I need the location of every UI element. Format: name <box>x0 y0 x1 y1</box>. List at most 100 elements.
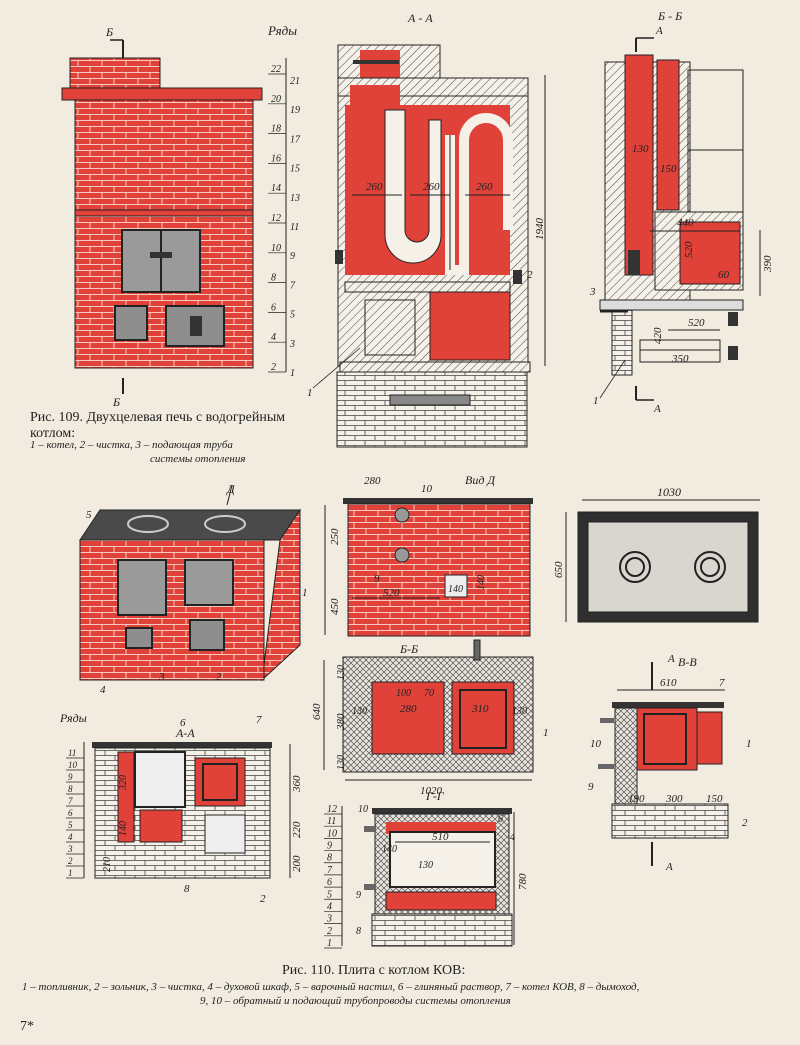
row-label: 9 <box>327 841 332 852</box>
fig110-section-bb-title: Б-Б <box>399 642 418 656</box>
row-label: 4 <box>68 832 73 842</box>
row-label: 4 <box>271 332 276 343</box>
row-label: 16 <box>271 153 281 164</box>
callout-110-9c: 9 <box>356 890 361 901</box>
callout-110-1c: 1 <box>746 738 752 750</box>
callout-110-7: 7 <box>719 677 725 689</box>
row-label: 11 <box>327 816 336 827</box>
dim-110-310: 310 <box>471 703 489 715</box>
fig110-perspective <box>79 484 301 682</box>
row-label: 6 <box>271 302 276 313</box>
dim-110-220: 220 <box>291 821 303 838</box>
dim-110-300: 300 <box>665 793 683 805</box>
row-label: 22 <box>271 64 281 75</box>
callout-110-10b: 10 <box>590 738 602 750</box>
row-label: 3 <box>67 844 73 854</box>
dim-110-640: 640 <box>311 703 323 720</box>
fig110-view-d <box>324 498 533 637</box>
dim-110-650: 650 <box>553 561 565 578</box>
fig110-rows-title: Ряды <box>59 711 87 725</box>
row-label: 6 <box>327 877 332 888</box>
row-label: 4 <box>327 901 332 912</box>
fig109-rows-title: Ряды <box>267 23 297 38</box>
row-label: 18 <box>271 124 281 135</box>
dim-110-130b: 130 <box>336 755 347 770</box>
dim-110-610: 610 <box>660 677 677 689</box>
row-label: 7 <box>68 796 73 806</box>
callout-110-9b: 9 <box>588 781 594 793</box>
dim-440: 440 <box>677 217 694 229</box>
dim-110-130l: 130 <box>352 706 367 717</box>
callout-110-4: 4 <box>100 684 106 696</box>
row-label: 3 <box>326 914 332 925</box>
callout-109-1: 1 <box>307 387 313 399</box>
dim-520-b: 520 <box>688 317 705 329</box>
fig110-section-vv <box>598 662 729 866</box>
callout-110-2: 2 <box>216 671 222 683</box>
fig110-caption-title: Рис. 110. Плита с котлом КОВ: <box>282 963 466 978</box>
row-label: 17 <box>290 134 301 145</box>
fig110-cut-a-bottom: А <box>665 861 673 873</box>
callout-110-2c: 2 <box>742 817 748 829</box>
callout-110-10c: 10 <box>358 804 368 815</box>
fig110-view-d-title: Вид Д <box>465 473 496 487</box>
dim-110-380: 380 <box>335 713 347 731</box>
dim-150: 150 <box>660 163 677 175</box>
fig110-caption-legend-1: 1 – топливник, 2 – зольник, 3 – чистка, … <box>22 981 640 993</box>
row-label: 2 <box>271 362 276 373</box>
dim-110-360: 360 <box>291 775 303 793</box>
dim-110-320: 320 <box>118 775 129 791</box>
callout-110-9: 9 <box>374 573 380 585</box>
dim-110-280b: 280 <box>400 703 417 715</box>
fig109-cut-a-top: А <box>655 25 663 37</box>
fig109-section-bb-title: Б - Б <box>657 9 682 23</box>
row-label: 7 <box>290 280 296 291</box>
fig109-section-bb <box>599 37 761 401</box>
dim-110-250: 250 <box>329 528 341 545</box>
dim-520: 520 <box>683 241 695 258</box>
row-label: 11 <box>290 222 299 233</box>
fig110-section-aa <box>83 742 291 879</box>
fig109-cut-b-top: Б <box>105 25 113 39</box>
dim-130: 130 <box>632 143 649 155</box>
dim-260-b: 260 <box>423 181 440 193</box>
dim-390: 390 <box>762 255 774 273</box>
dim-110-140d: 140 <box>382 844 397 855</box>
fig110-section-gg <box>341 806 515 947</box>
row-label: 5 <box>68 820 73 830</box>
dim-110-510: 510 <box>432 831 449 843</box>
dim-110-280: 280 <box>364 475 381 487</box>
fig110-section-aa-title: А-А <box>175 726 195 740</box>
dim-110-1030: 1030 <box>657 485 681 499</box>
fig110-cut-a-top: А <box>667 653 675 665</box>
row-label: 9 <box>290 251 295 262</box>
row-label: 1 <box>68 868 73 878</box>
callout-110-4b: 4 <box>510 832 515 843</box>
fig109-caption-legend-1: 1 – котел, 2 – чистка, 3 – подающая труб… <box>30 439 233 451</box>
fig109-elevation <box>61 39 263 394</box>
row-label: 10 <box>327 828 337 839</box>
row-label: 2 <box>327 926 332 937</box>
callout-109-2: 2 <box>527 269 533 281</box>
dim-260-c: 260 <box>476 181 493 193</box>
row-label: 7 <box>327 865 333 876</box>
row-label: 8 <box>68 784 73 794</box>
fig109-section-aa <box>335 44 546 448</box>
dim-110-130g: 130 <box>418 860 433 871</box>
dim-110-1020: 1020 <box>420 785 443 797</box>
callout-110-6: 6 <box>180 717 186 729</box>
dim-1940: 1940 <box>534 218 546 241</box>
fig110-section-bb <box>323 639 534 781</box>
fig110-section-gg-title: Г-Г <box>425 789 445 803</box>
dim-110-130t: 130 <box>336 665 347 680</box>
dim-420: 420 <box>652 327 664 344</box>
row-label: 5 <box>327 889 332 900</box>
callout-109-1b: 1 <box>593 395 599 407</box>
row-label: 3 <box>289 339 295 350</box>
dim-110-520: 520 <box>383 587 400 599</box>
callout-110-6b: 6 <box>498 814 503 825</box>
dim-110-70: 70 <box>424 688 434 699</box>
